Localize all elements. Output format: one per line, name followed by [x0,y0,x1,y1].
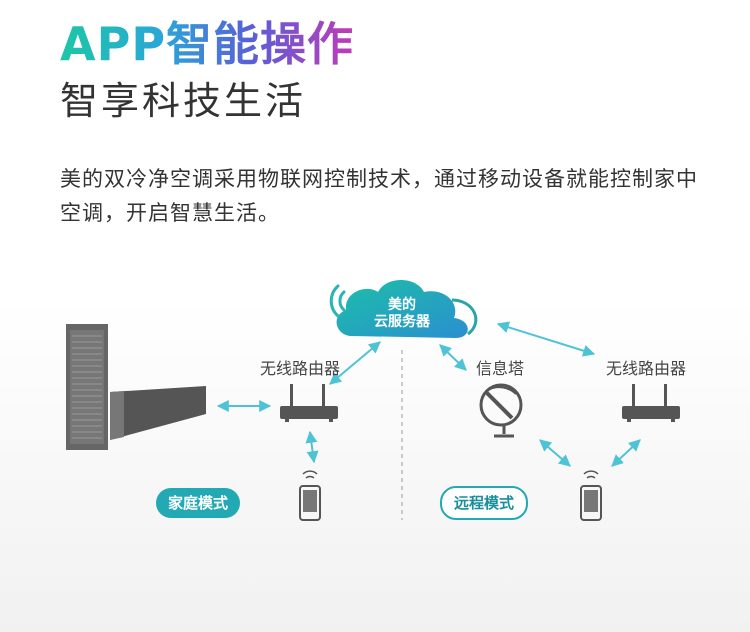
wall-ac-unit-icon [110,386,206,440]
description-text: 美的双冷净空调采用物联网控制技术，通过移动设备就能控制家中空调，开启智慧生活。 [60,167,698,225]
cloud-label-line2: 云服务器 [374,314,430,330]
router-right-label: 无线路由器 [606,359,687,378]
signal-tower-icon [479,383,523,438]
remote-mode-badge: 远程模式 [440,486,529,520]
home-mode-badge: 家庭模式 [156,488,241,518]
page-subtitle: 智享科技生活 [60,79,307,123]
arrow-tower-phone [539,439,571,467]
arrow-router-phone [305,430,319,464]
page-title: APP智能操作 [60,8,354,74]
cloud-label-line1: 美的 [388,297,416,313]
cloud-server-icon [336,280,478,338]
router-left-label: 无线路由器 [260,359,341,378]
phone-right-icon [580,470,602,521]
wifi-signal-icon [329,284,346,318]
arrow-router-right-phone [611,439,641,467]
floor-ac-unit-icon [66,324,108,450]
arrow-cloud-tower [439,344,467,371]
router-right-icon [622,384,680,422]
cloud-label: 美的 云服务器 [362,297,442,331]
tower-label: 信息塔 [476,359,525,378]
phone-left-icon [299,470,321,521]
router-left-icon [280,384,338,422]
arrow-cloud-router-right [496,321,596,357]
arrow-router-cloud [329,341,381,385]
